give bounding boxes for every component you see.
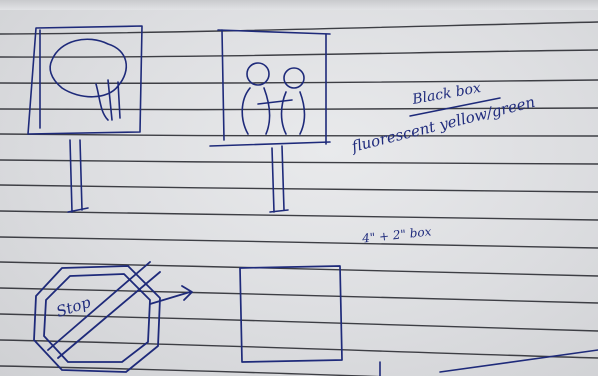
sign-sketch-2 — [210, 30, 330, 212]
sign-sketch-1 — [28, 26, 142, 212]
ruled-lines — [0, 22, 598, 376]
partial-sketch-bottom — [380, 350, 598, 376]
